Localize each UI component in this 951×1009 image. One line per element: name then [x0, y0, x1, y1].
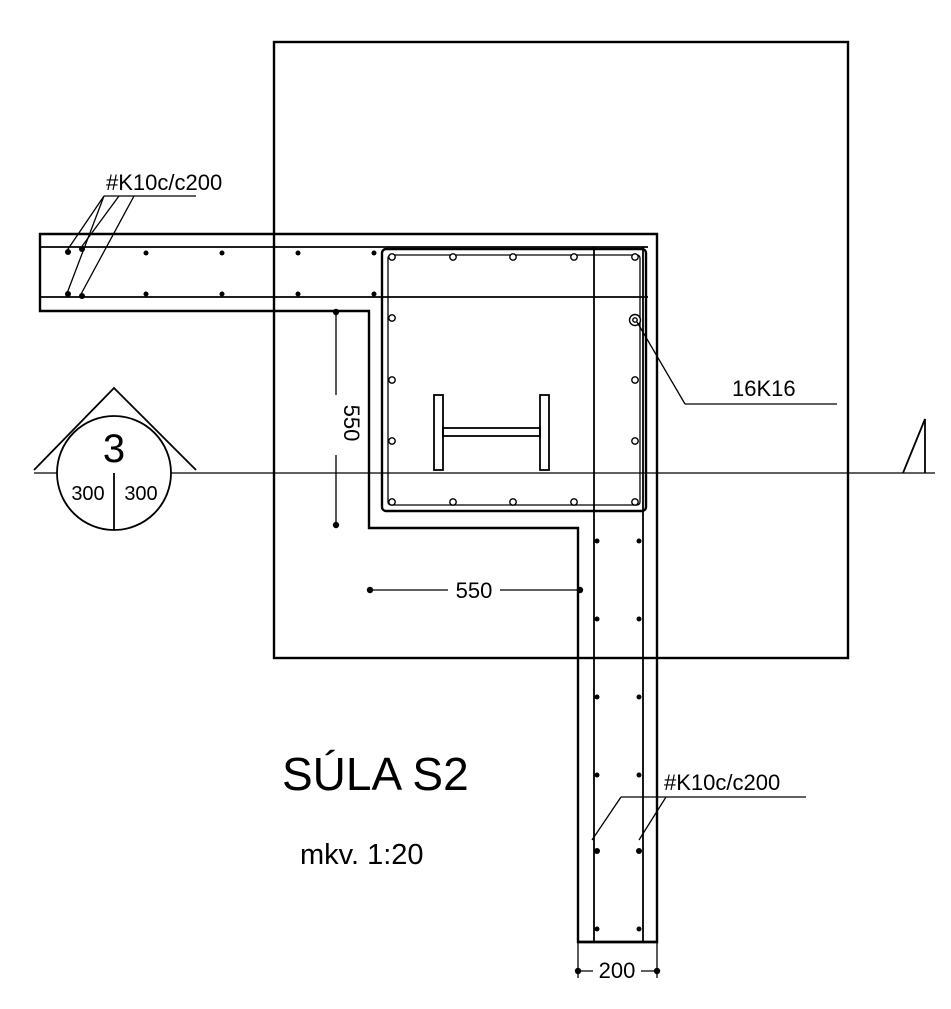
dimension-horizontal-label: 550 [456, 578, 493, 603]
wall-bar [594, 694, 600, 700]
section-right-value: 300 [124, 483, 157, 505]
column-bar [388, 314, 396, 322]
wall-bar [594, 616, 600, 622]
wall-bars-horizontal [65, 246, 377, 299]
column-bar [509, 253, 517, 261]
column-bar [388, 498, 396, 506]
wall-bar [371, 291, 377, 297]
wall-bar [636, 926, 642, 932]
wall-bar [295, 250, 301, 256]
column-bar [388, 437, 396, 445]
h-beam-profile [433, 394, 550, 471]
column-bar [449, 253, 457, 261]
wall-bar [295, 291, 301, 297]
wall-bar [594, 538, 600, 544]
main-bars-label: 16K16 [732, 376, 796, 401]
wall-bar [636, 848, 642, 854]
column-bar [570, 498, 578, 506]
wall-outline [38, 232, 659, 944]
wall-bar [636, 616, 642, 622]
wall-bar [636, 694, 642, 700]
section-number: 3 [103, 427, 125, 471]
wall-bar [371, 250, 377, 256]
wall-bar [219, 291, 225, 297]
dimension-vertical: 550 [322, 308, 364, 529]
dimension-width: 200 [574, 942, 661, 983]
drawing-scale: mkv. 1:20 [300, 839, 424, 871]
wall-bar [594, 772, 600, 778]
wall-bar [636, 538, 642, 544]
dimension-width-label: 200 [599, 958, 636, 983]
column-bar [388, 376, 396, 384]
column-bar [509, 498, 517, 506]
column-bar [570, 253, 578, 261]
column-bars [388, 253, 642, 506]
section-arrow-right [902, 418, 926, 474]
wall-bar [143, 250, 149, 256]
column-bar [388, 253, 396, 261]
dimension-vertical-label: 550 [339, 405, 364, 442]
column-bar [449, 498, 457, 506]
wall-bar [594, 848, 600, 854]
footing-outline [272, 40, 850, 660]
rebar-callout-bottom: #K10c/c200 [591, 770, 806, 841]
rebar-callout-top: #K10c/c200 [65, 170, 222, 297]
column-box-inner [387, 254, 641, 506]
wall-bar [219, 250, 225, 256]
section-marker: 3 300 300 [33, 386, 197, 531]
wall-bars-vertical [594, 538, 642, 932]
rebar-label-bottom: #K10c/c200 [664, 770, 780, 795]
column-bar [631, 376, 639, 384]
dimension-horizontal: 550 [366, 578, 584, 603]
wall-bar [143, 291, 149, 297]
section-left-value: 300 [71, 483, 104, 505]
wall-bar [79, 293, 85, 299]
main-bars-callout: 16K16 [636, 321, 837, 405]
drawing-title: SÚLA S2 [282, 748, 469, 800]
column-bar [631, 437, 639, 445]
section-marker-triangle [33, 386, 197, 471]
column-bar [631, 498, 639, 506]
rebar-label-top: #K10c/c200 [106, 170, 222, 195]
column-bar-highlighted-core [632, 317, 638, 323]
column-bar [631, 253, 639, 261]
wall-bar [594, 926, 600, 932]
wall-bar [636, 772, 642, 778]
column-box [380, 247, 648, 513]
